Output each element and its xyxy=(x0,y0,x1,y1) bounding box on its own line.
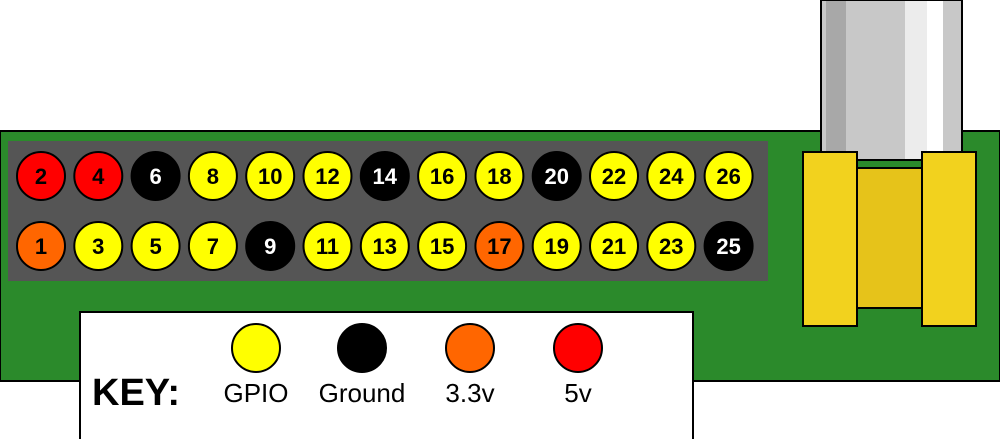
pin-circle-19 xyxy=(531,221,582,271)
pin-circle-13 xyxy=(359,221,410,271)
pin-24: 24 xyxy=(646,151,697,201)
pin-21: 21 xyxy=(589,221,639,271)
key-label-ground: Ground xyxy=(319,378,406,408)
pin-circle-20 xyxy=(531,151,582,201)
pin-circle-1 xyxy=(16,221,66,271)
key-swatch-v5 xyxy=(553,323,603,373)
pin-circle-18 xyxy=(474,151,525,201)
pin-circle-15 xyxy=(417,221,468,271)
pin-circle-14 xyxy=(359,151,410,201)
pin-circle-11 xyxy=(302,221,353,271)
pin-number-label: 4 xyxy=(92,164,105,189)
pin-25: 25 xyxy=(703,221,754,271)
key-swatch-ground xyxy=(337,323,387,373)
pin-3: 3 xyxy=(73,221,124,271)
pin-11: 11 xyxy=(302,221,353,271)
pin-number-label: 22 xyxy=(602,164,626,189)
pin-20: 20 xyxy=(531,151,582,201)
pin-number-label: 16 xyxy=(430,164,454,189)
pin-number-label: 25 xyxy=(716,234,740,259)
pin-5: 5 xyxy=(130,221,181,271)
pin-number-label: 18 xyxy=(487,164,511,189)
key-swatch-gpio xyxy=(231,323,281,373)
pin-number-label: 11 xyxy=(316,234,339,259)
pin-12: 12 xyxy=(302,151,353,201)
pin-number-label: 21 xyxy=(602,234,626,259)
pin-circle-24 xyxy=(646,151,697,201)
pin-23: 23 xyxy=(646,221,697,271)
pin-circle-17 xyxy=(474,221,525,271)
pin-9: 9 xyxy=(245,221,296,271)
pin-circle-5 xyxy=(130,221,181,271)
key-item-v5: 5v xyxy=(553,323,603,408)
pin-number-label: 10 xyxy=(258,164,282,189)
key-item-gpio: GPIO xyxy=(223,323,289,408)
pin-number-label: 20 xyxy=(544,164,568,189)
pin-13: 13 xyxy=(359,221,410,271)
pin-22: 22 xyxy=(589,151,639,201)
pin-circle-9 xyxy=(245,221,296,271)
key-item-ground: Ground xyxy=(319,323,406,408)
key-label-gpio: GPIO xyxy=(223,378,288,408)
pin-8: 8 xyxy=(187,151,238,201)
pin-circle-26 xyxy=(703,151,754,201)
pin-circle-4 xyxy=(73,151,124,201)
pin-26: 26 xyxy=(703,151,754,201)
pin-number-label: 15 xyxy=(430,234,454,259)
pin-number-label: 9 xyxy=(264,234,276,259)
key-label-v33: 3.3v xyxy=(445,378,494,408)
pin-number-label: 26 xyxy=(716,164,740,189)
pin-circle-25 xyxy=(703,221,754,271)
pin-number-label: 1 xyxy=(35,234,47,259)
key-panel: KEY: GPIO Ground 3.3v 5v xyxy=(79,311,694,439)
pin-number-label: 12 xyxy=(315,164,339,189)
pin-15: 15 xyxy=(417,221,468,271)
ribbon-cable xyxy=(820,0,963,161)
pin-10: 10 xyxy=(245,151,296,201)
pin-4: 4 xyxy=(73,151,124,201)
pin-number-label: 5 xyxy=(149,234,161,259)
pin-number-label: 2 xyxy=(35,164,47,189)
key-label-v5: 5v xyxy=(564,378,591,408)
pin-circle-2 xyxy=(16,151,66,201)
pin-number-label: 19 xyxy=(544,234,568,259)
pin-number-label: 3 xyxy=(92,234,104,259)
pin-14: 14 xyxy=(359,151,410,201)
pin-number-label: 8 xyxy=(207,164,219,189)
pin-number-label: 23 xyxy=(659,234,683,259)
pin-16: 16 xyxy=(417,151,468,201)
pin-number-label: 13 xyxy=(373,234,397,259)
pin-6: 6 xyxy=(130,151,181,201)
pin-circle-22 xyxy=(589,151,639,201)
pin-circle-6 xyxy=(130,151,181,201)
pin-circle-16 xyxy=(417,151,468,201)
pin-18: 18 xyxy=(474,151,525,201)
key-title: KEY: xyxy=(92,372,180,414)
pin-circle-10 xyxy=(245,151,296,201)
key-items: GPIO Ground 3.3v 5v xyxy=(223,323,603,408)
pin-circle-23 xyxy=(646,221,697,271)
cable-connector xyxy=(802,151,977,327)
pin-number-label: 14 xyxy=(373,164,398,189)
pin-number-label: 6 xyxy=(149,164,161,189)
pin-7: 7 xyxy=(187,221,238,271)
pin-circle-3 xyxy=(73,221,124,271)
pin-number-label: 17 xyxy=(487,234,511,259)
pin-2: 2 xyxy=(16,151,66,201)
pin-1: 1 xyxy=(16,221,66,271)
key-item-v33: 3.3v xyxy=(445,323,495,408)
pin-circle-12 xyxy=(302,151,353,201)
pin-number-label: 7 xyxy=(207,234,219,259)
pin-19: 19 xyxy=(531,221,582,271)
pin-17: 17 xyxy=(474,221,525,271)
pin-circle-7 xyxy=(187,221,238,271)
pin-circle-8 xyxy=(187,151,238,201)
pin-circle-21 xyxy=(589,221,639,271)
pin-number-label: 24 xyxy=(659,164,684,189)
key-swatch-v33 xyxy=(445,323,495,373)
